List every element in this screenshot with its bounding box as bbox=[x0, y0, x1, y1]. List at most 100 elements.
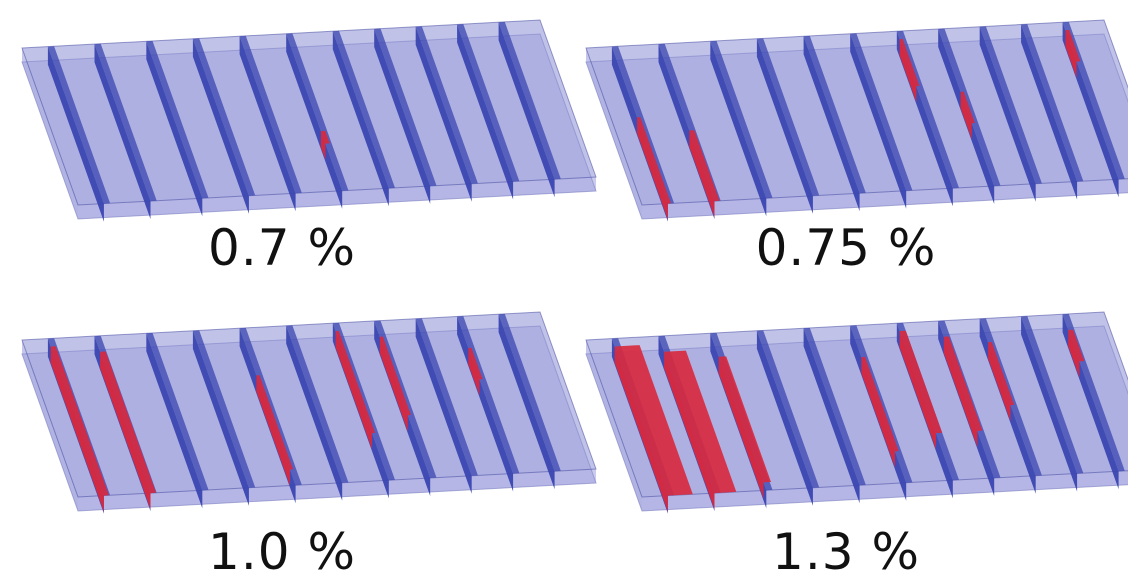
stiffener-top bbox=[756, 330, 820, 488]
stiffener-top bbox=[286, 33, 349, 191]
stiffener-web bbox=[756, 330, 813, 506]
stiffener-top bbox=[756, 38, 820, 196]
stiffener-web bbox=[239, 36, 296, 212]
stiffener-top bbox=[192, 38, 256, 196]
damage-region-top bbox=[718, 356, 771, 483]
stiffener-web bbox=[498, 314, 555, 490]
damage-region bbox=[100, 351, 151, 510]
stiffener-top bbox=[457, 24, 520, 182]
damage-region-top bbox=[468, 347, 483, 380]
damage-region-top bbox=[100, 351, 157, 494]
stiffener-web bbox=[850, 33, 907, 209]
stiffener-top bbox=[979, 26, 1042, 184]
plate-front-edge bbox=[78, 469, 596, 511]
damage-region-top bbox=[335, 330, 376, 434]
stiffener-top bbox=[192, 330, 256, 488]
damage-region-top bbox=[320, 130, 330, 144]
panel-0-7-percent: 0.7 % bbox=[0, 0, 597, 292]
damage-region bbox=[861, 357, 895, 468]
plate-left-edge bbox=[586, 48, 642, 219]
stiffened-plate-model bbox=[585, 19, 1128, 222]
damage-region bbox=[379, 336, 408, 432]
stiffener-top bbox=[803, 327, 866, 486]
damage-region-top bbox=[861, 356, 899, 452]
plate-front-edge bbox=[642, 178, 1128, 219]
damage-region bbox=[664, 351, 715, 510]
plate-left-edge bbox=[22, 340, 78, 511]
panel-0-75-percent: 0.75 % bbox=[564, 0, 1128, 292]
damage-region bbox=[614, 346, 668, 512]
stiffener-web bbox=[803, 36, 860, 212]
stiffened-plate-model bbox=[21, 311, 597, 514]
stiffener-web bbox=[803, 328, 860, 504]
damage-region-top bbox=[256, 375, 294, 470]
stiffener-top bbox=[850, 33, 913, 191]
stiffener-web bbox=[415, 26, 472, 202]
stiffener-top bbox=[146, 40, 209, 199]
plate-front-edge bbox=[78, 177, 596, 219]
damage-region-top bbox=[960, 91, 975, 124]
stiffener-web bbox=[1021, 24, 1078, 200]
stiffener-top bbox=[1021, 316, 1084, 474]
stiffener-web bbox=[94, 44, 151, 220]
stiffener-top bbox=[710, 40, 773, 199]
stiffener-web bbox=[192, 330, 249, 506]
damage-region-top bbox=[664, 350, 737, 494]
stiffener-web bbox=[146, 41, 203, 217]
stiffener-web bbox=[192, 38, 249, 214]
damage-region-top bbox=[689, 130, 720, 202]
stiffener-top bbox=[239, 327, 302, 486]
stiffener-web bbox=[979, 26, 1036, 202]
stiffener-web bbox=[457, 24, 514, 200]
stiffener-top bbox=[415, 318, 478, 476]
stiffener-top bbox=[374, 28, 437, 186]
stiffener-web bbox=[415, 318, 472, 494]
stiffened-plate-model bbox=[585, 311, 1128, 514]
damage-region bbox=[637, 117, 668, 220]
damage-region-top bbox=[50, 346, 109, 496]
panel-1-3-percent: 1.3 % bbox=[564, 292, 1128, 584]
damage-region-top bbox=[614, 345, 693, 496]
damage-region-top bbox=[988, 342, 1015, 406]
stiffener-web bbox=[374, 29, 431, 204]
damage-region bbox=[256, 375, 290, 486]
damage-region bbox=[943, 336, 978, 448]
damage-region bbox=[468, 347, 480, 396]
stiffener-web bbox=[47, 46, 104, 222]
stiffener-top bbox=[146, 332, 209, 491]
damage-level-label: 1.0 % bbox=[208, 523, 356, 581]
damage-region bbox=[335, 331, 372, 450]
damage-region bbox=[988, 342, 1011, 422]
damage-level-label: 1.3 % bbox=[772, 523, 920, 581]
stiffener-web bbox=[756, 38, 813, 214]
damage-region bbox=[50, 346, 104, 512]
damage-region bbox=[718, 356, 764, 499]
stiffener-top bbox=[1021, 24, 1084, 182]
stiffener-top bbox=[239, 35, 302, 194]
stiffener-web bbox=[710, 41, 767, 217]
damage-region-top bbox=[379, 336, 411, 416]
damage-region-top bbox=[1068, 329, 1085, 362]
plate-left-edge bbox=[586, 340, 642, 511]
stiffener-web bbox=[286, 325, 343, 501]
plate-front-edge bbox=[642, 470, 1128, 511]
stiffener-top bbox=[498, 21, 561, 180]
stiffener-top bbox=[47, 46, 111, 204]
damage-region bbox=[899, 39, 917, 103]
stiffener-top bbox=[803, 35, 866, 194]
damage-region bbox=[320, 131, 326, 160]
damage-region-top bbox=[899, 38, 920, 87]
damage-level-label: 0.7 % bbox=[208, 219, 356, 277]
panel-1-0-percent: 1.0 % bbox=[0, 292, 597, 584]
stiffener-top bbox=[938, 28, 1001, 186]
damage-region bbox=[1065, 30, 1077, 78]
stiffener-web bbox=[498, 22, 555, 198]
stiffener-top bbox=[332, 30, 395, 189]
stiffener-top bbox=[415, 26, 478, 184]
stiffener-top bbox=[94, 43, 157, 202]
damage-region-top bbox=[637, 117, 671, 204]
stiffener-web bbox=[146, 333, 203, 509]
stiffener-web bbox=[332, 31, 389, 207]
stiffener-web bbox=[1021, 316, 1078, 492]
damage-region bbox=[689, 130, 715, 218]
